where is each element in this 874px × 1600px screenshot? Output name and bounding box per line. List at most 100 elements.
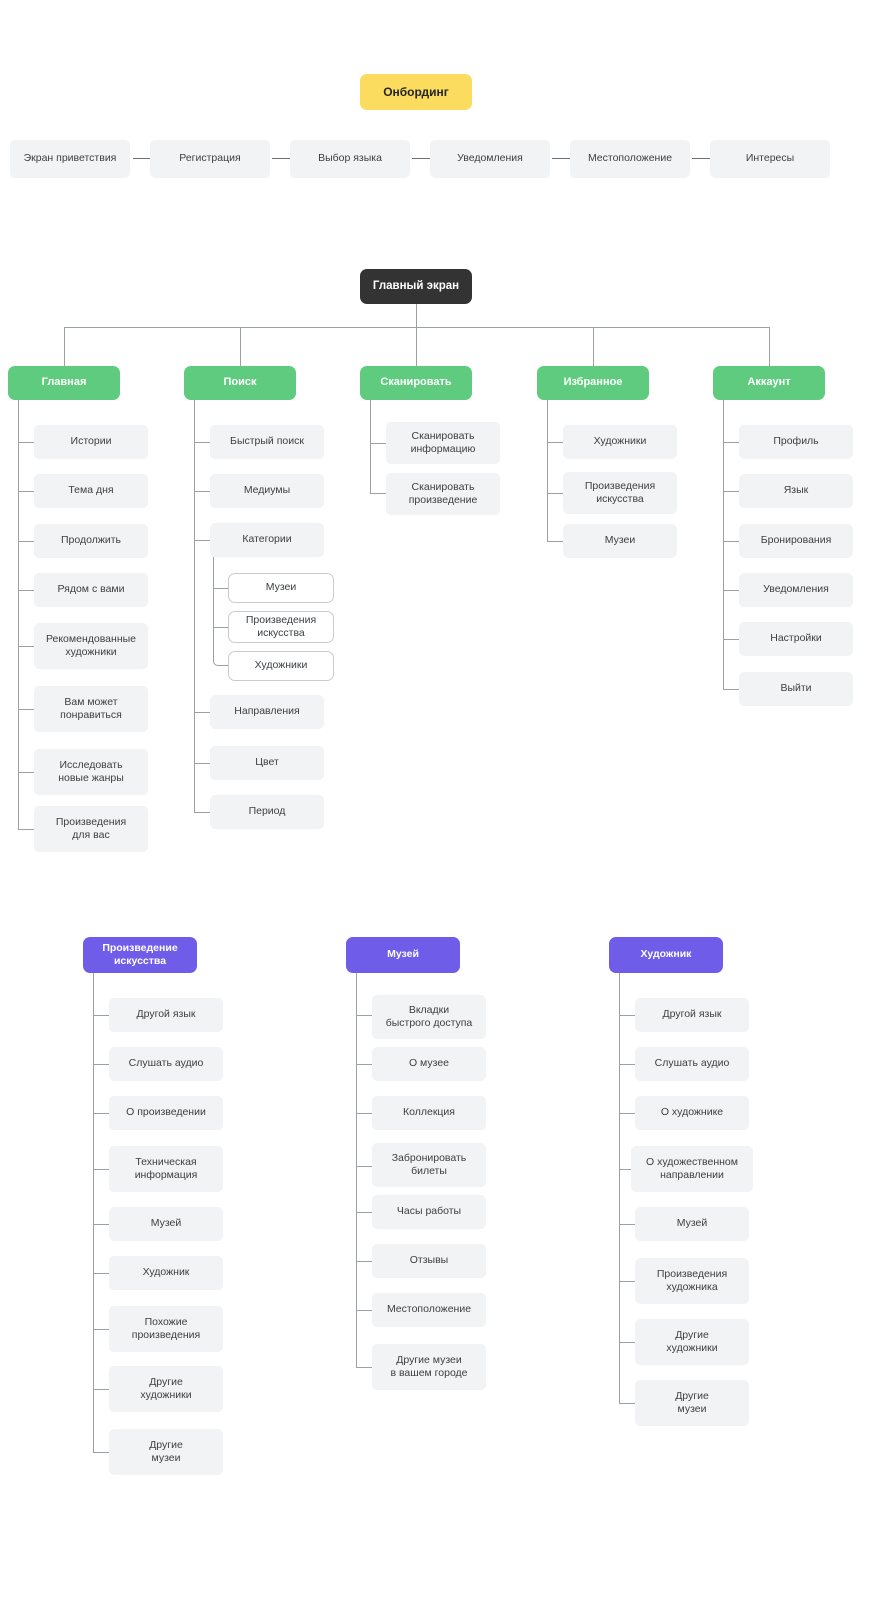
node-artist-0[interactable]: Другой язык bbox=[635, 998, 749, 1032]
node-artist-3[interactable]: О художественном направлении bbox=[631, 1146, 753, 1192]
detail-header-artist[interactable]: Художник bbox=[609, 937, 723, 973]
node-akkaunt-4[interactable]: Настройки bbox=[739, 622, 853, 656]
node-category-2[interactable]: Художники bbox=[228, 651, 334, 681]
node-museum-3[interactable]: Забронировать билеты bbox=[372, 1143, 486, 1187]
connector-stub-izbr-1 bbox=[547, 493, 565, 494]
tab-akkaunt[interactable]: Аккаунт bbox=[713, 366, 825, 400]
detail-header-museum[interactable]: Музей bbox=[346, 937, 460, 973]
node-glavnaya-0[interactable]: Истории bbox=[34, 425, 148, 459]
node-skanirovat-0[interactable]: Сканировать информацию bbox=[386, 422, 500, 464]
onboarding-step-1[interactable]: Регистрация bbox=[150, 140, 270, 178]
node-poisk-5[interactable]: Период bbox=[210, 795, 324, 829]
connector-drop-tab-4 bbox=[769, 327, 770, 366]
node-museum-5[interactable]: Отзывы bbox=[372, 1244, 486, 1278]
node-artwork-1[interactable]: Слушать аудио bbox=[109, 1047, 223, 1081]
connector-spine-izbrannoe bbox=[547, 400, 548, 541]
onboarding-arrow-3 bbox=[552, 152, 589, 164]
node-skanirovat-1[interactable]: Сканировать произведение bbox=[386, 473, 500, 515]
tab-skanirovat[interactable]: Сканировать bbox=[360, 366, 472, 400]
node-akkaunt-0[interactable]: Профиль bbox=[739, 425, 853, 459]
onboarding-step-4[interactable]: Местоположение bbox=[570, 140, 690, 178]
connector-stub-museum-1 bbox=[356, 1064, 374, 1065]
node-museum-0[interactable]: Вкладки быстрого доступа bbox=[372, 995, 486, 1039]
node-glavnaya-3[interactable]: Рядом с вами bbox=[34, 573, 148, 607]
connector-stub-glavnaya-2 bbox=[18, 541, 36, 542]
connector-spine-poisk bbox=[194, 400, 195, 812]
node-glavnaya-5[interactable]: Вам может понравиться bbox=[34, 686, 148, 732]
node-category-1[interactable]: Произведения искусства bbox=[228, 611, 334, 643]
connector-stub-artwork-7 bbox=[93, 1389, 111, 1390]
connector-stub-museum-2 bbox=[356, 1113, 374, 1114]
node-izbrannoe-1[interactable]: Произведения искусства bbox=[563, 472, 677, 514]
node-artist-4[interactable]: Музей bbox=[635, 1207, 749, 1241]
node-artwork-5[interactable]: Художник bbox=[109, 1256, 223, 1290]
tab-izbrannoe[interactable]: Избранное bbox=[537, 366, 649, 400]
connector-stub-poisk-2 bbox=[194, 540, 212, 541]
node-museum-4[interactable]: Часы работы bbox=[372, 1195, 486, 1229]
node-poisk-4[interactable]: Цвет bbox=[210, 746, 324, 780]
node-izbrannoe-2[interactable]: Музеи bbox=[563, 524, 677, 558]
node-akkaunt-5[interactable]: Выйти bbox=[739, 672, 853, 706]
node-artist-2[interactable]: О художнике bbox=[635, 1096, 749, 1130]
main-screen-node[interactable]: Главный экран bbox=[360, 269, 472, 304]
detail-header-artwork[interactable]: Произведение искусства bbox=[83, 937, 197, 973]
node-artist-1[interactable]: Слушать аудио bbox=[635, 1047, 749, 1081]
connector-stub-akk-5 bbox=[723, 689, 741, 690]
node-artwork-6[interactable]: Похожие произведения bbox=[109, 1306, 223, 1352]
connector-stub-artwork-1 bbox=[93, 1064, 111, 1065]
node-artwork-3[interactable]: Техническая информация bbox=[109, 1146, 223, 1192]
connector-stub-artwork-3 bbox=[93, 1169, 111, 1170]
node-artist-7[interactable]: Другие музеи bbox=[635, 1380, 749, 1426]
connector-stub-museum-5 bbox=[356, 1261, 374, 1262]
connector-spine-artwork bbox=[93, 973, 94, 1452]
connector-drop-tab-1 bbox=[240, 327, 241, 366]
tab-glavnaya[interactable]: Главная bbox=[8, 366, 120, 400]
connector-stub-museum-7 bbox=[356, 1367, 374, 1368]
onboarding-step-0[interactable]: Экран приветствия bbox=[10, 140, 130, 178]
node-artwork-7[interactable]: Другие художники bbox=[109, 1366, 223, 1412]
node-akkaunt-2[interactable]: Бронирования bbox=[739, 524, 853, 558]
node-glavnaya-7[interactable]: Произведения для вас bbox=[34, 806, 148, 852]
connector-elbow-categories bbox=[213, 557, 242, 666]
connector-stub-izbr-0 bbox=[547, 442, 565, 443]
onboarding-arrow-1 bbox=[272, 152, 309, 164]
connector-stub-artist-2 bbox=[619, 1113, 637, 1114]
node-category-0[interactable]: Музеи bbox=[228, 573, 334, 603]
node-artwork-8[interactable]: Другие музеи bbox=[109, 1429, 223, 1475]
node-glavnaya-1[interactable]: Тема дня bbox=[34, 474, 148, 508]
node-akkaunt-3[interactable]: Уведомления bbox=[739, 573, 853, 607]
connector-stub-category-1 bbox=[213, 627, 229, 628]
node-artist-5[interactable]: Произведения художника bbox=[635, 1258, 749, 1304]
onboarding-arrow-0 bbox=[133, 152, 170, 164]
connector-stub-artwork-5 bbox=[93, 1273, 111, 1274]
node-museum-6[interactable]: Местоположение bbox=[372, 1293, 486, 1327]
node-poisk-2[interactable]: Категории bbox=[210, 523, 324, 557]
node-museum-1[interactable]: О музее bbox=[372, 1047, 486, 1081]
node-poisk-1[interactable]: Медиумы bbox=[210, 474, 324, 508]
node-poisk-0[interactable]: Быстрый поиск bbox=[210, 425, 324, 459]
node-glavnaya-6[interactable]: Исследовать новые жанры bbox=[34, 749, 148, 795]
node-artwork-0[interactable]: Другой язык bbox=[109, 998, 223, 1032]
node-akkaunt-1[interactable]: Язык bbox=[739, 474, 853, 508]
tab-poisk[interactable]: Поиск bbox=[184, 366, 296, 400]
node-artist-6[interactable]: Другие художники bbox=[635, 1319, 749, 1365]
onboarding-step-5[interactable]: Интересы bbox=[710, 140, 830, 178]
node-artwork-2[interactable]: О произведении bbox=[109, 1096, 223, 1130]
connector-stub-akk-3 bbox=[723, 590, 741, 591]
connector-drop-tab-2 bbox=[416, 327, 417, 366]
connector-stub-artwork-4 bbox=[93, 1224, 111, 1225]
connector-stub-akk-4 bbox=[723, 639, 741, 640]
onboarding-step-2[interactable]: Выбор языка bbox=[290, 140, 410, 178]
node-museum-2[interactable]: Коллекция bbox=[372, 1096, 486, 1130]
node-poisk-3[interactable]: Направления bbox=[210, 695, 324, 729]
node-glavnaya-2[interactable]: Продолжить bbox=[34, 524, 148, 558]
onboarding-root-node[interactable]: Онбординг bbox=[360, 74, 472, 110]
node-izbrannoe-0[interactable]: Художники bbox=[563, 425, 677, 459]
onboarding-step-3[interactable]: Уведомления bbox=[430, 140, 550, 178]
connector-stub-izbr-2 bbox=[547, 541, 565, 542]
connector-stub-poisk-3 bbox=[194, 712, 212, 713]
node-museum-7[interactable]: Другие музеи в вашем городе bbox=[372, 1344, 486, 1390]
node-artwork-4[interactable]: Музей bbox=[109, 1207, 223, 1241]
node-glavnaya-4[interactable]: Рекомендованные художники bbox=[34, 623, 148, 669]
